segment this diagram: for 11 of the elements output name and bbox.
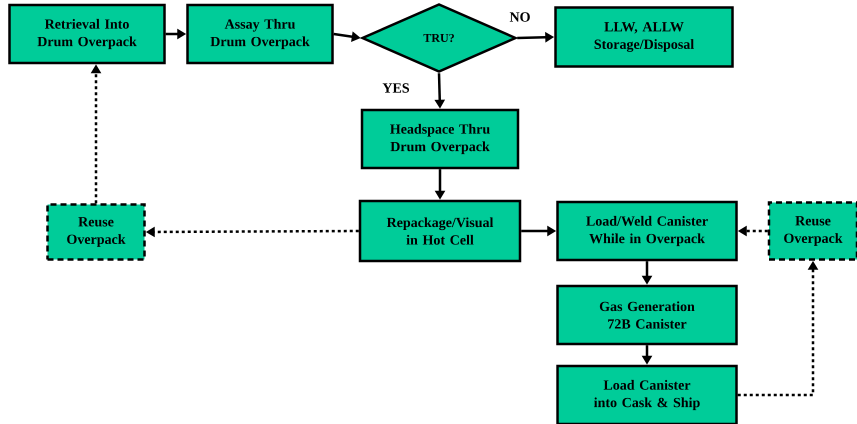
process-box: Retrieval Into Drum Overpack <box>8 4 166 64</box>
process-box: Load/Weld Canister While in Overpack <box>556 200 738 262</box>
process-box: LLW, ALLW Storage/Disposal <box>554 6 734 68</box>
process-box: Reuse Overpack <box>768 201 857 261</box>
edge-label: YES <box>381 82 411 94</box>
process-box: Load Canister into Cask & Ship <box>556 364 738 424</box>
process-box: Gas Generation 72B Canister <box>556 284 738 346</box>
process-box: Reuse Overpack <box>46 203 146 261</box>
process-box: Headspace Thru Drum Overpack <box>360 108 520 170</box>
process-box: Assay Thru Drum Overpack <box>186 4 334 64</box>
process-box: Repackage/Visual in Hot Cell <box>358 200 522 262</box>
